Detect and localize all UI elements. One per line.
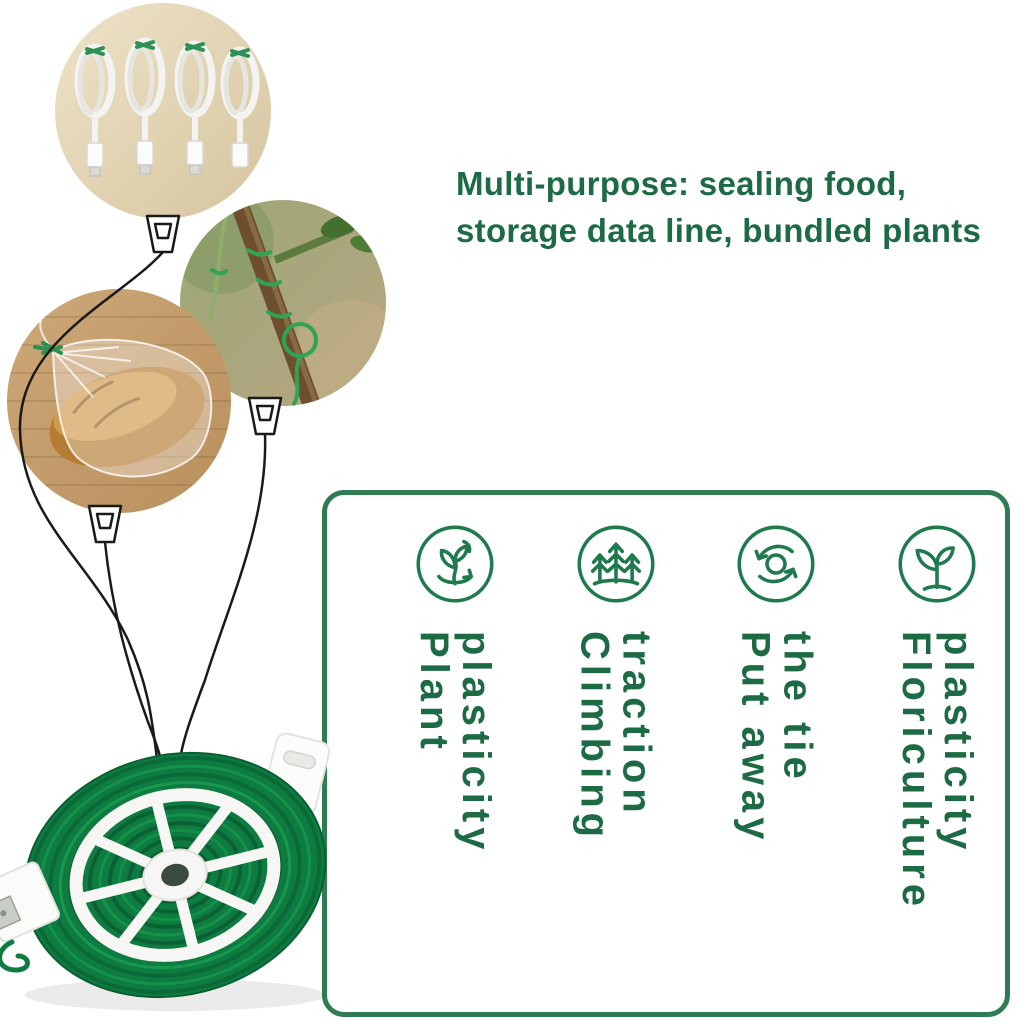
feature-floriculture-plasticity: Floriculture plasticity	[889, 521, 985, 1003]
features-panel: Plant plasticity Climbing traction	[322, 490, 1010, 1017]
climbing-trees-icon	[577, 525, 655, 603]
plant-tie-illustration	[180, 200, 386, 406]
feature-label-climbing-traction: Climbing traction	[572, 631, 659, 843]
sprout-icon	[898, 525, 976, 603]
headline-line1: Multi-purpose: sealing food,	[456, 165, 907, 202]
feature-climbing-traction: Climbing traction	[568, 521, 664, 1003]
hang-tag-slot	[255, 404, 275, 422]
reel-hub-hole	[161, 863, 189, 887]
feature-plant-plasticity: Plant plasticity	[407, 521, 503, 1003]
photo-bundled-cables	[55, 3, 271, 219]
bread-bag-illustration	[7, 289, 231, 513]
wire-cutter-tab	[0, 861, 60, 943]
photo-sealed-bread-bag	[7, 289, 231, 513]
hang-tag	[145, 214, 181, 254]
feature-label-floriculture-plasticity: Floriculture plasticity	[893, 631, 980, 912]
hang-tag-slot	[153, 222, 173, 240]
bundled-cables-illustration	[55, 3, 271, 219]
feature-label-put-away-the-tie: Put away the tie	[733, 631, 820, 845]
product-spool-photo	[0, 732, 331, 1011]
headline: Multi-purpose: sealing food, storage dat…	[456, 160, 1020, 254]
photo-plant-tied-wire	[180, 200, 386, 406]
reel-spokes	[69, 788, 281, 962]
hang-tag-slot	[95, 512, 115, 530]
recycle-arrows-icon	[737, 525, 815, 603]
feature-label-plant-plasticity: Plant plasticity	[412, 631, 498, 855]
feature-put-away-the-tie: Put away the tie	[728, 521, 824, 1003]
twisted-plant-icon	[416, 525, 494, 603]
wire-end	[0, 939, 30, 973]
headline-line2: storage data line, bundled plants	[456, 212, 982, 249]
